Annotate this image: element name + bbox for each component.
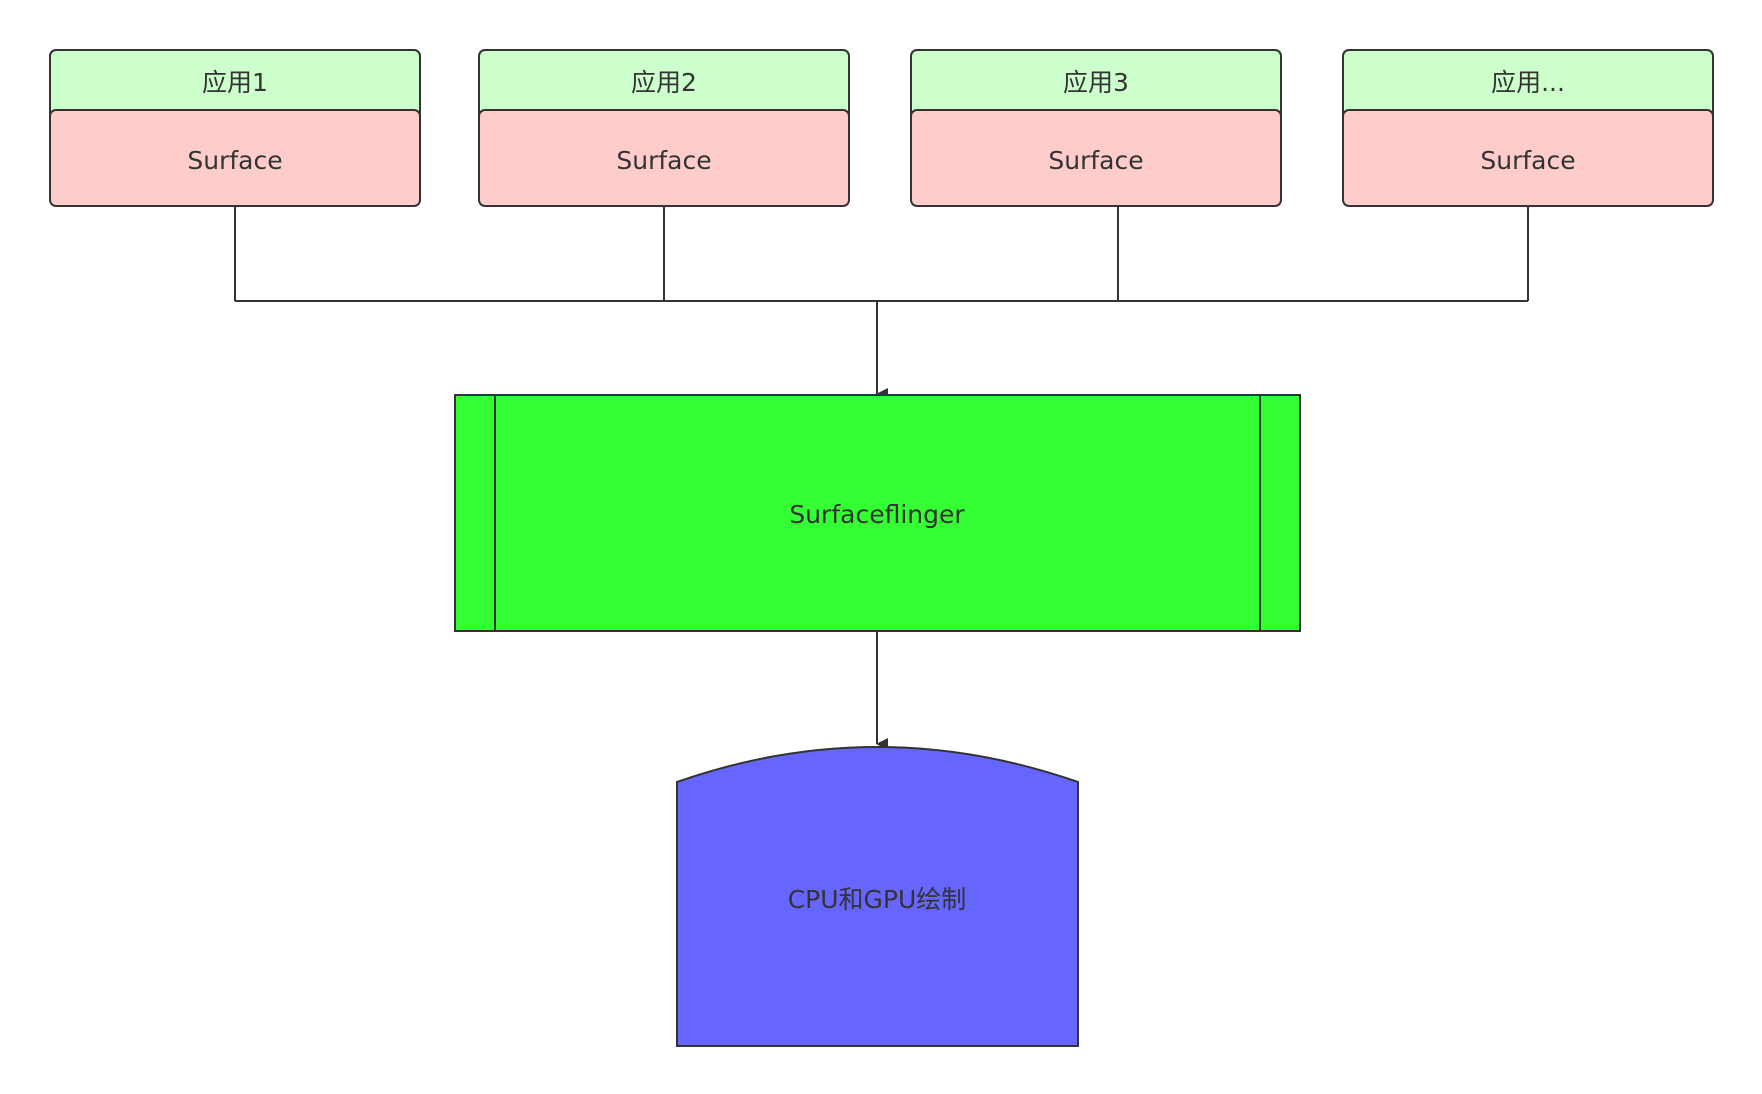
app-label-2: 应用2: [631, 68, 697, 97]
app-label-1: 应用1: [202, 68, 268, 97]
app-node-4[interactable]: 应用... Surface: [1342, 49, 1714, 207]
renderer-label: CPU和GPU绘制: [788, 885, 967, 914]
app-node-3[interactable]: 应用3 Surface: [910, 49, 1282, 207]
app-label-3: 应用3: [1063, 68, 1129, 97]
surface-box-3: [910, 109, 1282, 207]
surfaceflinger-label: Surfaceflinger: [789, 500, 965, 529]
renderer-node[interactable]: CPU和GPU绘制: [676, 746, 1079, 1047]
surfaceflinger-node[interactable]: Surfaceflinger: [454, 394, 1301, 632]
surface-label-3: Surface: [1048, 146, 1143, 175]
renderer-shape: [676, 746, 1079, 1047]
app-node-2[interactable]: 应用2 Surface: [478, 49, 850, 207]
surface-label-1: Surface: [187, 146, 282, 175]
app-node-1[interactable]: 应用1 Surface: [49, 49, 421, 207]
app-label-4: 应用...: [1491, 68, 1565, 97]
surfaceflinger-box: [454, 394, 1301, 632]
surface-label-4: Surface: [1480, 146, 1575, 175]
surface-label-2: Surface: [616, 146, 711, 175]
